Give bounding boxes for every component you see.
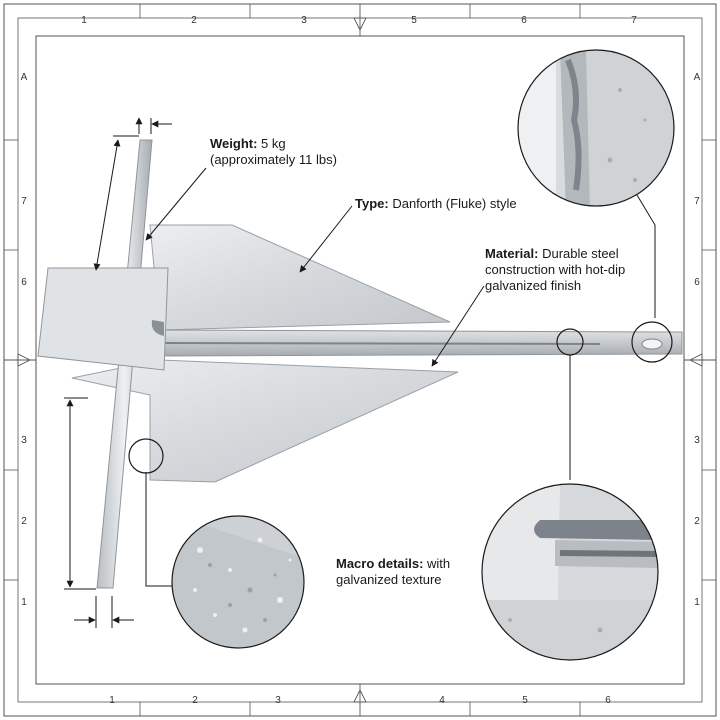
weight-annotation: Weight: 5 kg (approximately 11 lbs)	[210, 136, 337, 168]
shank-eye	[641, 338, 663, 350]
anchor-illustration	[37, 139, 683, 589]
right-label-6: 6	[694, 277, 700, 288]
drawing-frame: 1 2 3 5 6 7 1 2 3 4 5 6 A 7 6 3 2 1 A 7 …	[3, 3, 717, 717]
material-label: Material:	[485, 246, 539, 261]
bottom-number-6: 6	[605, 695, 611, 706]
bottom-number-4: 4	[439, 695, 445, 706]
macro-line1: with	[423, 556, 451, 571]
material-line1: Durable steel	[538, 246, 619, 261]
top-number-5: 5	[411, 15, 417, 26]
upper-fluke	[149, 224, 451, 331]
bottom-number-2: 2	[192, 695, 198, 706]
right-label-3: 3	[694, 435, 700, 446]
right-label-1: 1	[694, 597, 700, 608]
stock-callout-circle	[128, 438, 164, 474]
bottom-number-3: 3	[275, 695, 281, 706]
dimension-lines	[64, 117, 172, 628]
left-label-3: 3	[21, 435, 27, 446]
material-line2: construction with hot-dip	[485, 262, 626, 277]
top-number-1: 1	[81, 15, 87, 26]
type-annotation: Type: Danforth (Fluke) style	[355, 196, 517, 212]
macro-line2: galvanized texture	[336, 572, 442, 587]
weight-label: Weight:	[210, 136, 258, 151]
eye-callout-circle	[631, 321, 673, 363]
material-annotation: Material: Durable steel construction wit…	[485, 246, 625, 294]
material-line3: galvanized finish	[485, 278, 582, 293]
bottom-number-5: 5	[522, 695, 528, 706]
type-label: Type:	[355, 196, 389, 211]
left-label-2: 2	[21, 516, 27, 527]
right-label-a: A	[694, 72, 701, 83]
top-number-3: 3	[301, 15, 307, 26]
weight-value: 5 kg	[257, 136, 286, 151]
crown-plate	[37, 267, 169, 371]
left-label-6: 6	[21, 277, 27, 288]
left-label-a: A	[21, 72, 28, 83]
weld-detail-magnifier	[517, 49, 675, 207]
left-label-1: 1	[21, 597, 27, 608]
top-number-7: 7	[631, 15, 637, 26]
top-number-6: 6	[521, 15, 527, 26]
type-value: Danforth (Fluke) style	[388, 196, 517, 211]
macro-label: Macro details:	[336, 556, 424, 571]
crown-detail-magnifier	[481, 483, 659, 661]
macro-annotation: Macro details: with galvanized texture	[336, 556, 450, 588]
weight-lbs: (approximately 11 lbs)	[210, 152, 337, 167]
right-label-7: 7	[694, 196, 700, 207]
left-label-7: 7	[21, 196, 27, 207]
leader-lines	[145, 167, 656, 587]
center-arrow-icon	[4, 4, 716, 716]
right-label-2: 2	[694, 516, 700, 527]
texture-detail-magnifier	[171, 515, 305, 649]
shank-callout-circle	[556, 328, 584, 356]
top-number-2: 2	[191, 15, 197, 26]
bottom-number-1: 1	[109, 695, 115, 706]
